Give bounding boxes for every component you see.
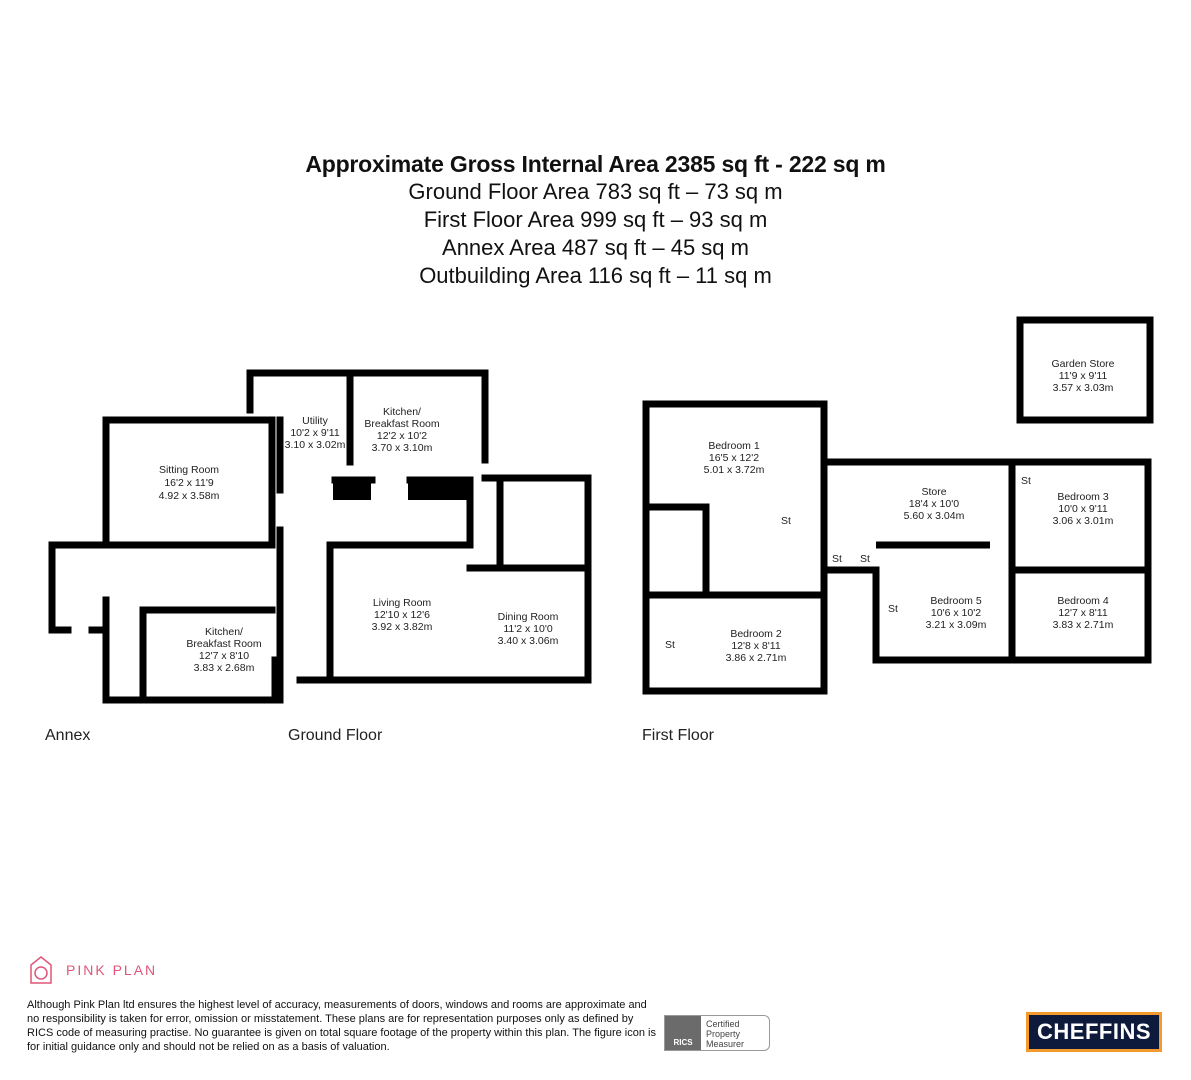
ground-floor-label: Ground Floor: [288, 727, 383, 744]
rics-line: Measurer: [706, 1039, 745, 1049]
svg-text:Bedroom 116'5 x 12'25.01 x 3.7: Bedroom 116'5 x 12'25.01 x 3.72m: [704, 440, 765, 476]
svg-text:Bedroom 310'0 x 9'113.06 x 3.0: Bedroom 310'0 x 9'113.06 x 3.01m: [1053, 491, 1114, 527]
annex-label: Annex: [45, 727, 91, 744]
first-floor-area: First Floor Area 999 sq ft – 93 sq m: [423, 207, 768, 232]
svg-text:Bedroom 412'7 x 8'113.83 x 2.7: Bedroom 412'7 x 8'113.83 x 2.71m: [1053, 595, 1114, 631]
first-floor-label: First Floor: [642, 727, 714, 744]
disclaimer-text: Although Pink Plan ltd ensures the highe…: [27, 999, 656, 1053]
rics-line: Certified: [706, 1019, 740, 1029]
svg-text:St: St: [832, 553, 842, 565]
area-summary: Approximate Gross Internal Area 2385 sq …: [0, 150, 1191, 290]
svg-text:Bedroom 212'8 x 8'113.86 x 2.7: Bedroom 212'8 x 8'113.86 x 2.71m: [726, 628, 787, 664]
svg-text:St: St: [665, 639, 675, 651]
gross-area-title: Approximate Gross Internal Area 2385 sq …: [305, 151, 886, 177]
rics-logo: RICS: [665, 1016, 701, 1050]
agent-name: CHEFFINS: [1029, 1015, 1159, 1049]
annex-area: Annex Area 487 sq ft – 45 sq m: [442, 235, 749, 260]
outbuilding-area: Outbuilding Area 116 sq ft – 11 sq m: [419, 263, 772, 288]
agent-logo: CHEFFINS: [1026, 1012, 1162, 1052]
svg-text:Bedroom 510'6 x 10'23.21 x 3.0: Bedroom 510'6 x 10'23.21 x 3.09m: [926, 595, 987, 631]
walls-first: [642, 316, 1154, 695]
brand-name: PINK PLAN: [66, 962, 158, 978]
house-icon: [30, 956, 52, 984]
svg-text:St: St: [781, 515, 791, 527]
pink-plan-logo: PINK PLAN: [28, 955, 157, 985]
svg-text:St: St: [860, 553, 870, 565]
svg-text:St: St: [1021, 475, 1031, 487]
rics-line: Property: [706, 1029, 741, 1039]
walls: [48, 369, 592, 704]
ground-floor-area: Ground Floor Area 783 sq ft – 73 sq m: [408, 179, 783, 204]
svg-text:St: St: [888, 603, 898, 615]
